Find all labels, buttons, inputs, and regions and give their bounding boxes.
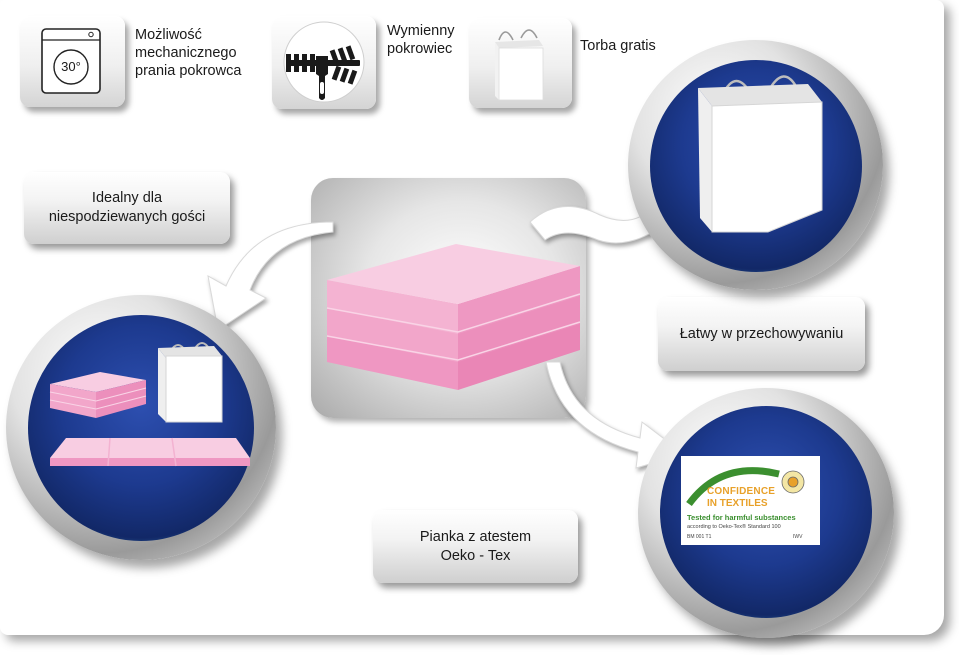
certificate-line1: CONFIDENCE: [707, 486, 776, 497]
washing-tile: 30°: [20, 16, 125, 107]
certificate-tested: Tested for harmful substances: [687, 513, 796, 522]
certificate-logo-icon: [686, 467, 805, 507]
certificate-line2: IN TEXTILES: [707, 498, 768, 509]
foam-callout: Pianka z atestem Oeko - Tex: [373, 510, 578, 583]
guests-callout: Idealny dla niespodziewanych gości: [24, 172, 230, 244]
storage-callout: Łatwy w przechowywaniu: [658, 297, 865, 371]
washing-machine-icon: [41, 28, 101, 94]
foam-text: Pianka z atestem Oeko - Tex: [419, 528, 532, 564]
bag-label: Torba gratis: [580, 38, 656, 54]
certificate-code: BM 001 T1: [687, 534, 712, 540]
bag-tile: [469, 18, 572, 108]
certificate-institute: IWV: [793, 534, 803, 540]
zipper-icon: [283, 21, 365, 103]
shopping-bag-icon: [495, 29, 544, 101]
guests-text: Idealny dla niespodziewanych gości: [48, 190, 206, 225]
cover-label: Wymienny pokrowiec: [387, 23, 455, 57]
storage-text: Łatwy w przechowywaniu: [679, 325, 844, 342]
washing-label: Możliwość mechanicznego prania pokrowca: [135, 27, 242, 79]
certificate-according: according to Oeko-Tex® Standard 100: [687, 524, 781, 530]
washing-temperature: 30°: [61, 59, 81, 74]
zipper-tile: [272, 16, 376, 109]
oeko-tex-certificate: CONFIDENCE IN TEXTILES Tested for harmfu…: [681, 456, 820, 545]
